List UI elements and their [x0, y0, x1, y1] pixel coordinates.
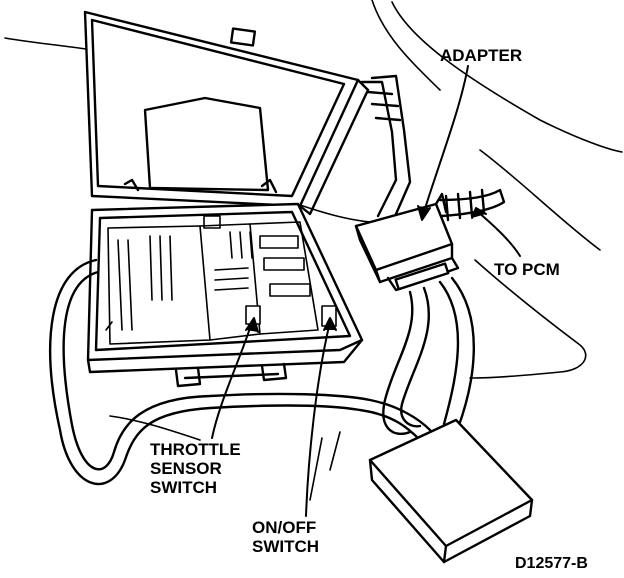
throttle-leader [211, 321, 253, 439]
on-off-switch-label: ON/OFF SWITCH [252, 518, 319, 556]
pcm-leader [477, 211, 521, 257]
onoff-arrow [323, 317, 337, 331]
adapter-leader [421, 65, 469, 219]
case-base [86, 202, 364, 388]
to-pcm-label-text: TO PCM [494, 260, 560, 279]
leader-lines [211, 65, 521, 517]
vehicle-panel [4, 0, 623, 501]
pcm-arrow [471, 207, 487, 219]
adapter-connector [354, 192, 460, 292]
adapter-label-text: ADAPTER [440, 46, 523, 65]
pcm-harness [360, 74, 506, 222]
figure-code: D12577-B [515, 554, 588, 573]
onoff-leader [305, 321, 331, 517]
control-box [368, 418, 534, 564]
throttle-sensor-switch-label: THROTTLE SENSOR SWITCH [150, 440, 241, 497]
throttle-label-line-3: SWITCH [150, 478, 218, 497]
cable-loop [49, 258, 432, 486]
throttle-label-line-1: THROTTLE [150, 440, 241, 459]
circuit-board [105, 215, 337, 345]
throttle-label-line-2: SENSOR [150, 459, 222, 478]
to-pcm-label: TO PCM [494, 260, 560, 279]
onoff-label-line-1: ON/OFF [252, 518, 317, 537]
throttle-arrow [245, 317, 259, 333]
adapter-arrow [417, 205, 431, 221]
switch-cable [382, 276, 476, 436]
case-lid [83, 10, 370, 216]
onoff-label-line-2: SWITCH [252, 537, 320, 556]
adapter-label: ADAPTER [440, 46, 522, 65]
figure-code-text: D12577-B [515, 555, 588, 572]
